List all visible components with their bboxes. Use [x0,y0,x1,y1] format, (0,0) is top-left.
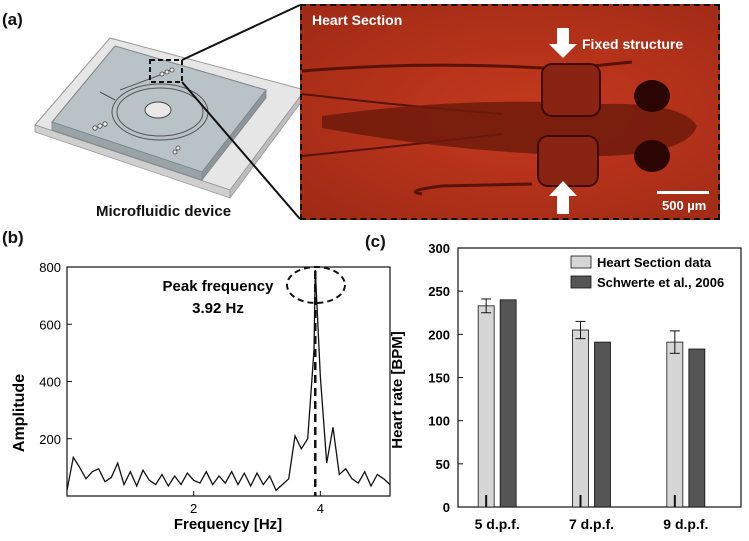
y-tick-label: 600 [39,317,61,332]
microfluidic-device-illustration [34,37,306,200]
y-tick-label: 200 [428,327,450,342]
bar-heart-section [666,341,684,508]
y-axis-label: Heart rate [BPM] [389,331,406,449]
panel-c-label: (c) [365,232,386,251]
frequency-spectrum-chart: Amplitude Frequency [Hz] Peak frequency … [11,260,391,533]
y-tick-label: 50 [436,457,450,472]
peak-frequency-line2: 3.92 Hz [192,300,244,317]
legend-label: Schwerte et al., 2006 [597,275,724,290]
larva-illustration [302,28,709,214]
y-tick-label: 0 [443,500,450,515]
peak-frequency-line1: Peak frequency [163,278,275,295]
category-label: 7 d.p.f. [569,516,614,532]
x-tick-label: 2 [190,501,197,516]
panel-a-label: (a) [2,10,23,29]
bar-heart-section [572,329,589,508]
y-tick-label: 100 [428,414,450,429]
x-axis-label: Frequency [Hz] [174,516,282,533]
fixed-structure-label: Fixed structure [582,36,684,52]
legend-swatch [570,275,592,289]
bar-schwerte [499,299,517,508]
scale-bar-label: 500 µm [662,198,707,213]
bar-heart-section [477,305,495,508]
bar-schwerte [688,348,706,508]
y-tick-label: 250 [428,284,450,299]
y-tick-label: 200 [39,432,61,447]
bar-schwerte [594,341,611,508]
y-tick-label: 150 [428,371,450,386]
device-caption: Microfluidic device [96,203,232,220]
heart-section-micrograph: Heart Section 500 µm [300,4,720,220]
spectrum-line [66,269,391,492]
y-axis-label: Amplitude [11,374,28,452]
category-label: 9 d.p.f. [663,516,708,532]
y-tick-label: 800 [39,260,61,275]
legend-swatch [570,255,592,269]
legend-label: Heart Section data [597,255,712,270]
x-tick-label: 4 [317,501,324,516]
micrograph-title: Heart Section [312,12,403,28]
heart-rate-bar-chart: Heart rate [BPM] 0 50 100 150 200 250 300 5 d.p… [389,241,742,532]
y-tick-label: 400 [39,375,61,390]
category-label: 5 d.p.f. [475,516,520,532]
panel-b-label: (b) [2,228,24,247]
y-tick-label: 300 [428,241,450,256]
